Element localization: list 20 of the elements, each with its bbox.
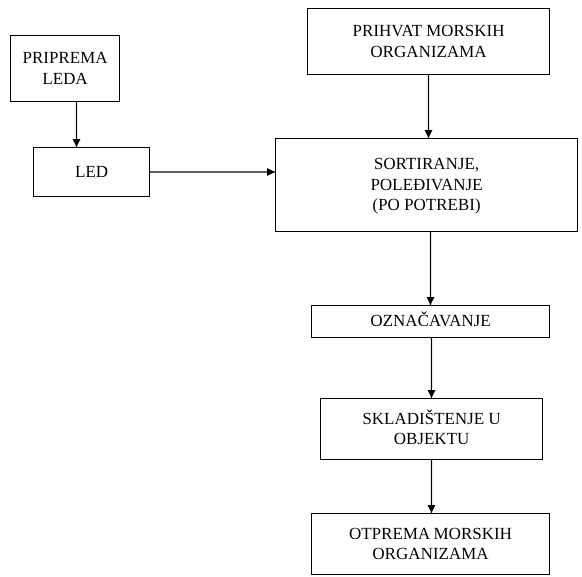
arrow [428,460,436,513]
arrow [424,75,432,138]
box-label: PRIPREMA LEDA [21,48,109,89]
process-box [311,305,550,338]
process-box [275,138,578,232]
process-box [33,147,150,197]
process-box [320,398,543,460]
box-label: OZNAČAVANJE [370,311,491,332]
process-box [307,8,550,75]
box-label: OTPREMA MORSKIH ORGANIZAMA [348,524,513,564]
process-box [311,513,550,575]
arrow [428,338,436,398]
box-label: SKLADIŠTENJE U OBJEKTU [361,408,502,450]
process-box [10,35,120,102]
box-label: SORTIRANJE, POLEĐIVANJE (PO POTREBI) [369,154,484,216]
arrow [150,168,275,176]
arrow [426,232,434,305]
arrow [72,102,80,147]
box-label: LED [74,162,108,182]
box-label: PRIHVAT MORSKIH ORGANIZAMA [352,21,506,62]
